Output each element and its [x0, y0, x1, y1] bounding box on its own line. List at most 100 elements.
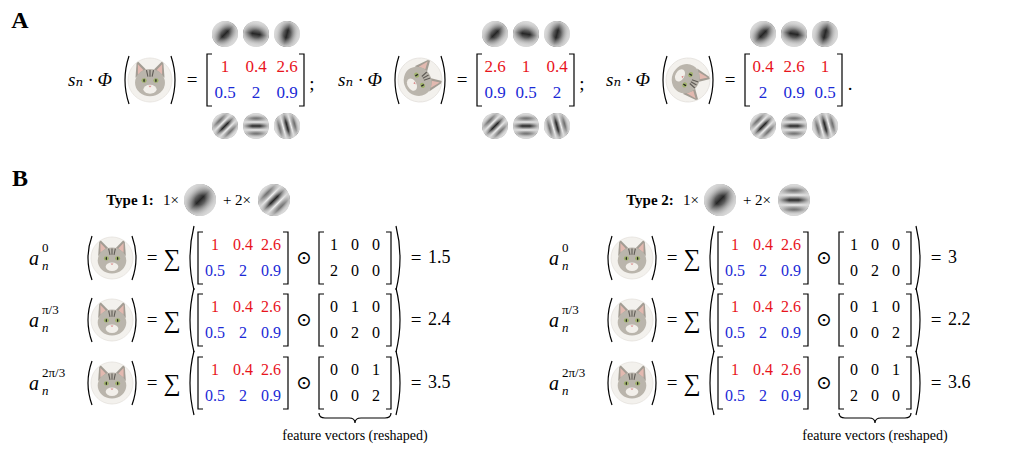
- parenthesis: [190, 351, 194, 415]
- parenthesis: [652, 361, 656, 405]
- equals-sign: =: [667, 248, 678, 269]
- matrix-entry: 0.9: [781, 262, 801, 280]
- activation-symbol: a: [549, 309, 559, 331]
- equals-sign: =: [931, 248, 942, 269]
- matrix-entry: 2: [553, 84, 562, 103]
- matrix-entry: 0.5: [205, 324, 225, 342]
- punctuation: ;: [309, 74, 314, 95]
- matrix-entry: 1: [211, 298, 219, 316]
- sum-symbol: ∑: [683, 307, 700, 333]
- matrix-bracket: [477, 54, 482, 106]
- equals-sign: =: [411, 248, 422, 269]
- gabor-filter: [781, 113, 807, 139]
- matrix-entry: 0.4: [233, 236, 253, 254]
- cat-image: [611, 299, 653, 341]
- coefficient: 1×: [683, 192, 699, 209]
- matrix-entry: 2.6: [781, 298, 801, 316]
- feature-entry: 0: [871, 387, 879, 405]
- equals-sign: =: [147, 373, 158, 394]
- equals-sign: =: [931, 310, 942, 331]
- result-value: 3.6: [948, 373, 971, 393]
- matrix-entry: 1: [211, 361, 219, 379]
- parenthesis: [132, 236, 136, 280]
- cat-image: [611, 237, 653, 279]
- gabor-filter: [544, 21, 570, 47]
- bracket-note: feature vectors (reshaped): [282, 428, 427, 443]
- punctuation: .: [848, 74, 853, 95]
- gabor-filter: [513, 21, 539, 47]
- superscript: 2π/3: [42, 366, 65, 380]
- hadamard-symbol: ⊙: [816, 373, 832, 394]
- matrix-entry: 2: [759, 387, 767, 405]
- gabor-filter: [778, 184, 810, 216]
- matrix-entry: 1: [211, 236, 219, 254]
- matrix-entry: 1: [221, 58, 230, 77]
- matrix-entry: 0.5: [515, 84, 536, 103]
- matrix-entry: 0.5: [205, 387, 225, 405]
- feature-entry: 0: [871, 361, 879, 379]
- matrix-entry: 1: [821, 58, 830, 77]
- cat-image: [390, 50, 450, 110]
- subscript: n: [42, 321, 49, 335]
- panel-letter: B: [12, 165, 28, 191]
- parenthesis: [396, 351, 400, 415]
- matrix-entry: 0.9: [276, 84, 297, 103]
- subscript: n: [42, 259, 49, 273]
- hadamard-symbol: ⊙: [296, 310, 312, 331]
- cat-image: [658, 50, 718, 110]
- feature-entry: 0: [351, 361, 359, 379]
- feature-entry: 2: [351, 324, 359, 342]
- feature-entry: 1: [850, 236, 858, 254]
- feature-entry: 0: [372, 236, 380, 254]
- matrix-bracket: [386, 232, 391, 284]
- matrix-bracket: [839, 232, 844, 284]
- matrix-bracket: [718, 294, 723, 346]
- gabor-filter: [812, 21, 838, 47]
- feature-entry: 0: [871, 236, 879, 254]
- equals-sign: =: [931, 373, 942, 394]
- matrix-entry: 2.6: [781, 236, 801, 254]
- matrix-entry: 2.6: [781, 361, 801, 379]
- feature-entry: 2: [372, 387, 380, 405]
- matrix-entry: 2: [239, 387, 247, 405]
- feature-entry: 1: [351, 298, 359, 316]
- feature-entry: 0: [330, 298, 338, 316]
- math-expression: sₙ · Φ: [606, 70, 650, 91]
- coefficient: + 2×: [743, 192, 771, 209]
- equals-sign: =: [147, 248, 158, 269]
- matrix-entry: 0.5: [814, 84, 835, 103]
- matrix-bracket: [906, 232, 911, 284]
- matrix-bracket: [283, 232, 288, 284]
- feature-entry: 0: [850, 298, 858, 316]
- matrix-entry: 0.4: [753, 361, 773, 379]
- feature-entry: 0: [892, 298, 900, 316]
- parenthesis: [916, 351, 920, 415]
- result-value: 3.5: [428, 373, 451, 393]
- gabor-filter: [184, 184, 216, 216]
- matrix-entry: 0.4: [752, 58, 773, 77]
- cat-image: [91, 362, 133, 404]
- brace: [839, 413, 911, 423]
- matrix-bracket: [198, 357, 203, 409]
- feature-entry: 0: [892, 387, 900, 405]
- feature-entry: 0: [850, 262, 858, 280]
- matrix-entry: 2: [239, 324, 247, 342]
- bracket-note: feature vectors (reshaped): [802, 428, 947, 443]
- matrix-bracket: [386, 357, 391, 409]
- matrix-entry: 0.9: [261, 387, 281, 405]
- feature-entry: 0: [372, 324, 380, 342]
- gabor-filter: [812, 113, 838, 139]
- matrix-bracket: [569, 54, 574, 106]
- parenthesis: [652, 298, 656, 342]
- feature-entry: 2: [871, 262, 879, 280]
- equals-sign: =: [457, 70, 468, 91]
- matrix-bracket: [718, 357, 723, 409]
- matrix-bracket: [198, 294, 203, 346]
- parenthesis: [132, 361, 136, 405]
- math-expression: sₙ · Φ: [68, 70, 112, 91]
- parenthesis: [132, 298, 136, 342]
- feature-entry: 0: [330, 361, 338, 379]
- equals-sign: =: [667, 310, 678, 331]
- matrix-bracket: [839, 294, 844, 346]
- matrix-bracket: [283, 294, 288, 346]
